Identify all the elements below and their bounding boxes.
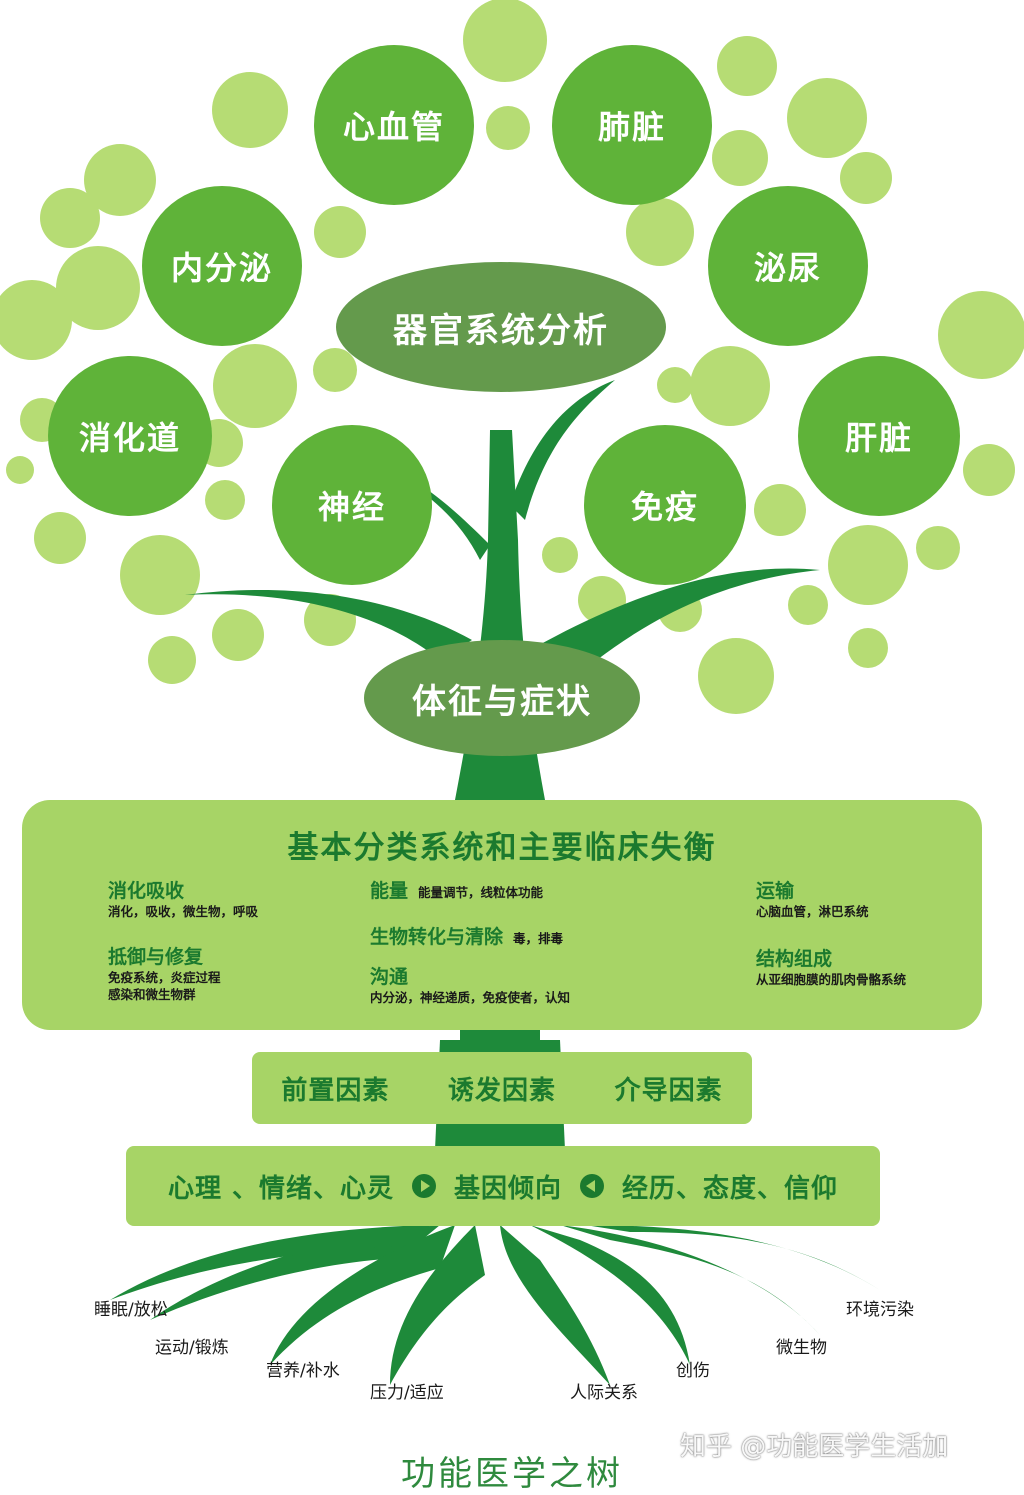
organ-node-lung: 肺脏: [552, 45, 712, 205]
category-desc: 毒，排毒: [513, 931, 564, 946]
category-desc: 内分泌，神经递质，免疫使者，认知: [370, 990, 571, 1005]
base-center-text: 基因倾向: [454, 1173, 563, 1204]
organ-label: 免疫: [630, 488, 699, 526]
category-desc: 免疫系统，炎症过程: [108, 970, 221, 985]
hub-label: 器官系统分析: [393, 310, 609, 351]
factors-bar: 前置因素 诱发因素 介导因素: [252, 1052, 752, 1124]
diagram-title: 功能医学之树: [401, 1454, 623, 1494]
base-left-text: 心理 、情绪、心灵: [167, 1173, 395, 1204]
arrow-right-icon: [412, 1174, 437, 1198]
factor-triggering: 诱发因素: [447, 1075, 556, 1106]
roots: [110, 1225, 880, 1385]
category-communication: 沟通 内分泌，神经递质，免疫使者，认知: [370, 962, 570, 1006]
category-desc: 能量调节，线粒体功能: [418, 885, 544, 900]
category-name: 沟通: [370, 966, 409, 988]
category-desc: 消化，吸收，微生物，呼吸: [108, 904, 259, 919]
category-transport: 运输 心脑血管，淋巴系统: [756, 876, 869, 920]
root-label-exercise: 运动/锻炼: [155, 1338, 229, 1358]
category-name: 运输: [756, 880, 795, 902]
category-energy: 能量能量调节，线粒体功能: [370, 876, 543, 903]
organ-label: 神经: [317, 488, 386, 526]
category-name: 生物转化与清除: [370, 926, 504, 948]
organ-label: 心血管: [342, 108, 445, 146]
panel-title: 基本分类系统和主要临床失衡: [287, 830, 717, 866]
organ-node-digestive: 消化道: [48, 356, 212, 516]
arrow-left-icon: [580, 1174, 605, 1198]
organ-label: 内分泌: [170, 249, 273, 287]
organ-node-liver: 肝脏: [798, 356, 960, 516]
category-desc-line2: 感染和微生物群: [108, 987, 196, 1002]
organ-node-immune: 免疫: [584, 425, 746, 585]
organ-label: 泌尿: [753, 249, 822, 287]
organ-label: 消化道: [78, 419, 181, 457]
factor-mediating: 介导因素: [614, 1075, 723, 1106]
organ-node-cardiovascular: 心血管: [314, 45, 474, 205]
category-biotransformation: 生物转化与清除毒，排毒: [370, 922, 563, 949]
category-desc: 从亚细胞膜的肌肉骨骼系统: [756, 972, 907, 987]
hub-organ-system-analysis: 器官系统分析: [336, 262, 666, 392]
organ-node-nerve: 神经: [272, 425, 432, 585]
root-label-trauma: 创伤: [676, 1361, 710, 1381]
category-name: 消化吸收: [108, 880, 185, 902]
category-defense: 抵御与修复 免疫系统，炎症过程 感染和微生物群: [108, 942, 221, 1003]
organ-label: 肝脏: [844, 419, 913, 457]
base-right-text: 经历、态度、信仰: [622, 1173, 839, 1204]
category-structure: 结构组成 从亚细胞膜的肌肉骨骼系统: [756, 944, 906, 988]
root-label-sleep: 睡眠/放松: [94, 1300, 168, 1320]
classification-panel: 基本分类系统和主要临床失衡 消化吸收 消化，吸收，微生物，呼吸 抵御与修复 免疫…: [22, 800, 982, 1030]
factor-predisposing: 前置因素: [281, 1075, 390, 1106]
root-label-microbes: 微生物: [776, 1338, 827, 1358]
root-label-nutrition: 营养/补水: [266, 1361, 340, 1381]
organ-node-urinary: 泌尿: [708, 186, 868, 346]
base-bar: 心理 、情绪、心灵 基因倾向 经历、态度、信仰: [126, 1146, 880, 1226]
organ-label: 肺脏: [597, 108, 666, 146]
root-label-pollution: 环境污染: [846, 1300, 914, 1320]
root-label-stress: 压力/适应: [370, 1383, 444, 1403]
root-label-relationships: 人际关系: [570, 1383, 638, 1403]
category-name: 抵御与修复: [108, 946, 204, 968]
category-digestion: 消化吸收 消化，吸收，微生物，呼吸: [108, 876, 258, 920]
hub-label: 体征与症状: [412, 681, 592, 722]
watermark: 知乎 @功能医学生活加: [680, 1432, 949, 1462]
hub-signs-symptoms: 体征与症状: [364, 640, 640, 756]
organ-node-endocrine: 内分泌: [142, 186, 302, 346]
foliage-circles: [0, 0, 1024, 714]
category-desc: 心脑血管，淋巴系统: [756, 904, 869, 919]
category-name: 能量: [370, 880, 409, 902]
category-name: 结构组成: [756, 948, 833, 970]
